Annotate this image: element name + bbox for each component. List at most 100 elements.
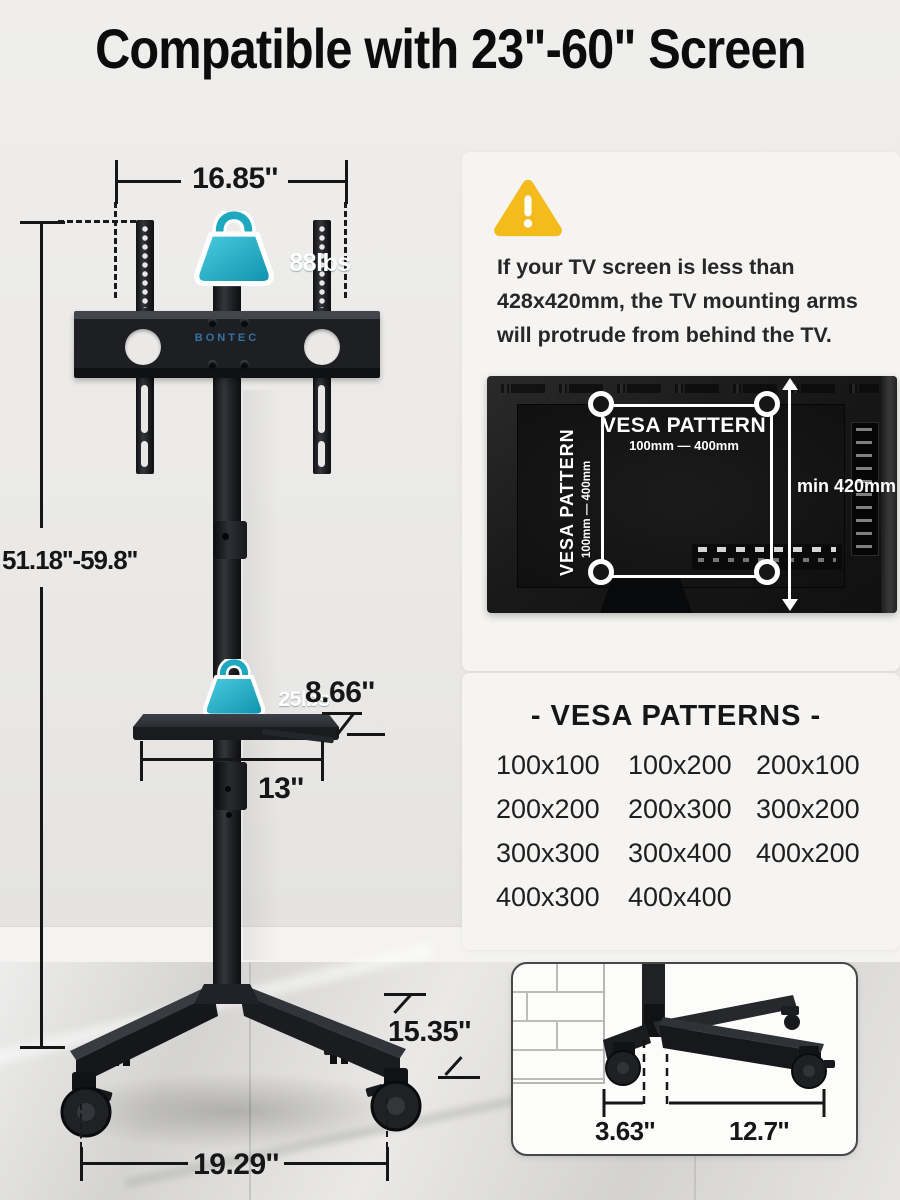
side-view-base [603, 964, 835, 1089]
floor-tile-seam [249, 962, 251, 1200]
top-width-dash-left [114, 202, 117, 298]
brick-joint-1 [556, 964, 558, 991]
shelf-weight-label: 25lbs [278, 688, 330, 711]
height-dash-link [58, 220, 136, 223]
warning-icon [492, 177, 564, 239]
pole-adjust-hole-2 [226, 812, 232, 818]
vesa-arm-right-holes [316, 224, 328, 308]
shelf-width-line [140, 758, 324, 761]
vesa-value: 400x300 [496, 882, 600, 912]
weight-icon-small [203, 656, 265, 718]
dim-wheel-span: 12.7'' [729, 1116, 789, 1146]
brand-logo: BONTEC [194, 332, 260, 344]
min-height-arrow-line [788, 384, 791, 605]
base-clearance-panel: 3.63'' 12.7'' [511, 962, 858, 1156]
dim-base-width: 19.29'' [193, 1148, 279, 1181]
vesa-value: 200x100 [756, 750, 860, 780]
tv-weight-label: 88lbs [289, 249, 351, 277]
vesa-value: 200x300 [628, 794, 732, 824]
shelf-width-tick-left [140, 741, 143, 781]
vesa-pattern-range-side: 100mm — 400mm [581, 460, 593, 558]
shelf-top [133, 714, 339, 727]
dim-base-depth: 15.35'' [388, 1016, 471, 1048]
base-width-line-left [80, 1162, 188, 1165]
vesa-value: 200x200 [496, 794, 600, 824]
base-side-view [602, 964, 835, 1117]
warning-line-1: If your TV screen is less than [497, 255, 795, 279]
vesa-value: 400x400 [628, 882, 732, 912]
tv-bottom-port-dashes [698, 547, 836, 552]
dim-shelf-depth: 8.66'' [305, 676, 375, 709]
tv-side-bezel [881, 376, 897, 613]
vesa-arm-right-slot-2 [318, 441, 325, 467]
stand-base [60, 984, 422, 1138]
base-width-line-right [284, 1162, 388, 1165]
shelf-weight-badge: 25lbs [199, 656, 330, 723]
vesa-pattern-range: 100mm — 400mm [629, 438, 739, 453]
height-line-lower [40, 587, 43, 1048]
shelf-depth-mark-bottom [347, 733, 385, 736]
pole-collar-lower [215, 762, 247, 810]
base-floor-shadow [50, 1072, 420, 1150]
vesa-arm-left-slot-1 [141, 385, 148, 433]
pole-adjust-hole-1 [225, 786, 231, 792]
pole-collar-upper-screw [222, 533, 229, 540]
caster-left [60, 1072, 113, 1138]
vesa-arm-left-holes [139, 224, 151, 308]
min-height-arrow-down [782, 599, 798, 611]
vesa-value: 300x300 [496, 838, 600, 868]
vesa-corner-tl [588, 391, 614, 417]
vesa-corner-br [754, 559, 780, 585]
tv-stand-mount [600, 576, 692, 613]
shelf-width-tick-right [321, 741, 324, 781]
side-view-measurement [602, 1040, 826, 1117]
tv-weight-badge: 88lbs [191, 208, 351, 293]
vesa-value: 400x200 [756, 838, 860, 868]
min-height-arrow-up [782, 378, 798, 390]
vesa-value: 100x100 [496, 750, 600, 780]
bracket-hole-left [125, 329, 161, 365]
caster-right [365, 1068, 422, 1132]
brick-wall [513, 964, 605, 1084]
bracket-screw-1 [208, 318, 217, 327]
min-height-label: min 420mm [797, 476, 897, 496]
bracket-hole-right [304, 329, 340, 365]
brick-joint-3 [526, 993, 528, 1020]
height-cap-top [20, 221, 65, 224]
top-width-dash-right [344, 202, 347, 298]
height-line-upper [40, 224, 43, 528]
shelf-depth-mark-top [322, 712, 362, 715]
stand-pole [213, 283, 241, 1000]
base-depth-mark-top-bar [384, 993, 426, 996]
dim-height-range: 51.18''-59.8'' [2, 545, 138, 575]
warning-line-3: will protrude from behind the TV. [497, 323, 832, 347]
vesa-pattern-title-side: VESA PATTERN [557, 428, 577, 576]
right-card-bottom [462, 673, 900, 950]
vesa-corner-bl [588, 559, 614, 585]
page-title: Compatible with 23"-60" Screen [0, 16, 900, 81]
base-width-dash-right [386, 1098, 388, 1148]
vesa-value: 300x400 [628, 838, 732, 868]
vesa-patterns-grid: 100x100 100x200 200x100 200x200 200x300 … [496, 750, 860, 913]
bracket-screw-3 [208, 360, 217, 369]
vesa-corner-tr [754, 391, 780, 417]
vesa-value: 100x200 [628, 750, 732, 780]
floor-tile-seam-right [694, 1152, 696, 1200]
dim-wall-gap: 3.63'' [595, 1116, 655, 1146]
bracket-screw-2 [240, 318, 249, 327]
base-depth-mark-bot-bar [438, 1076, 480, 1079]
vesa-arm-right-slot-1 [318, 385, 325, 433]
tv-port-dashes [856, 428, 872, 548]
page-title-text: Compatible with 23"-60" Screen [94, 17, 806, 80]
warning-line-2: 428x420mm, the TV mounting arms [497, 289, 858, 313]
weight-icon [194, 208, 274, 287]
warning-text: If your TV screen is less than 428x420mm… [497, 250, 858, 352]
top-width-line-left [115, 180, 181, 183]
vesa-patterns-heading: - VESA PATTERNS - [530, 700, 822, 732]
dim-shelf-width: 13'' [258, 772, 304, 805]
dim-top-width: 16.85'' [192, 162, 278, 195]
tv-vents [501, 384, 879, 393]
bracket-screw-4 [240, 360, 249, 369]
height-cap-bottom [20, 1046, 65, 1049]
